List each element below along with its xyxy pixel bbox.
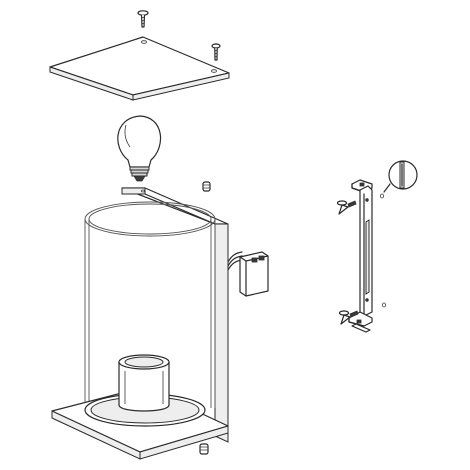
wall-plug-marks [379, 193, 386, 308]
light-bulb [117, 115, 162, 182]
terminal-block [227, 251, 269, 297]
bottom-screw [199, 443, 209, 455]
wall-screw-bottom [338, 310, 359, 325]
detail-magnifier [383, 160, 418, 193]
lid-screw [211, 43, 221, 61]
wall-bracket [348, 179, 373, 333]
panel-screw [202, 181, 211, 192]
base-plate [51, 386, 229, 460]
top-screw [137, 10, 149, 28]
top-cover-plate [49, 36, 230, 101]
lamp-socket [118, 354, 170, 412]
glass-cylinder [84, 201, 216, 408]
power-cable [253, 283, 346, 316]
back-panel [121, 187, 229, 443]
wall-screw-top [336, 200, 357, 215]
